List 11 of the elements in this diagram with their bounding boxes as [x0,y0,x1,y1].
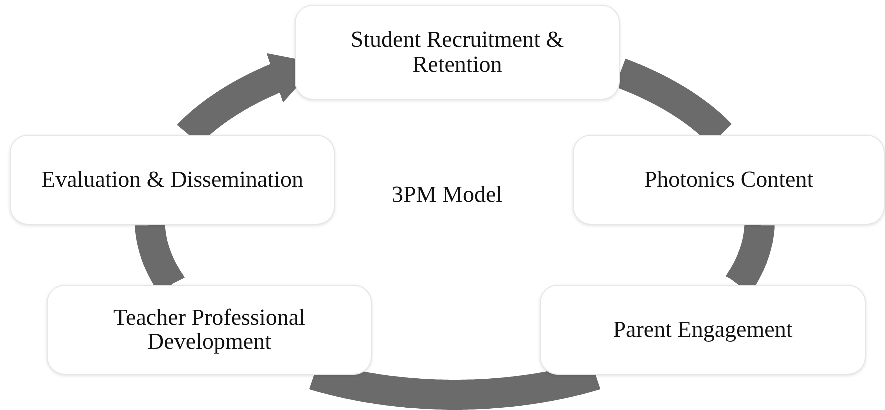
box-label: Photonics Content [644,168,814,192]
box-label: Parent Engagement [613,318,793,342]
rounded-box [10,135,335,225]
box-label: Teacher Professional Development [112,306,306,354]
rounded-box [540,285,866,375]
box-label: Evaluation & Dissemination [42,168,304,192]
center-label: 3PM Model [392,182,503,208]
box-label: Student Recruitment & Retention [350,28,566,77]
rounded-box [295,5,620,100]
rounded-box [573,135,885,225]
rounded-box [47,285,372,375]
